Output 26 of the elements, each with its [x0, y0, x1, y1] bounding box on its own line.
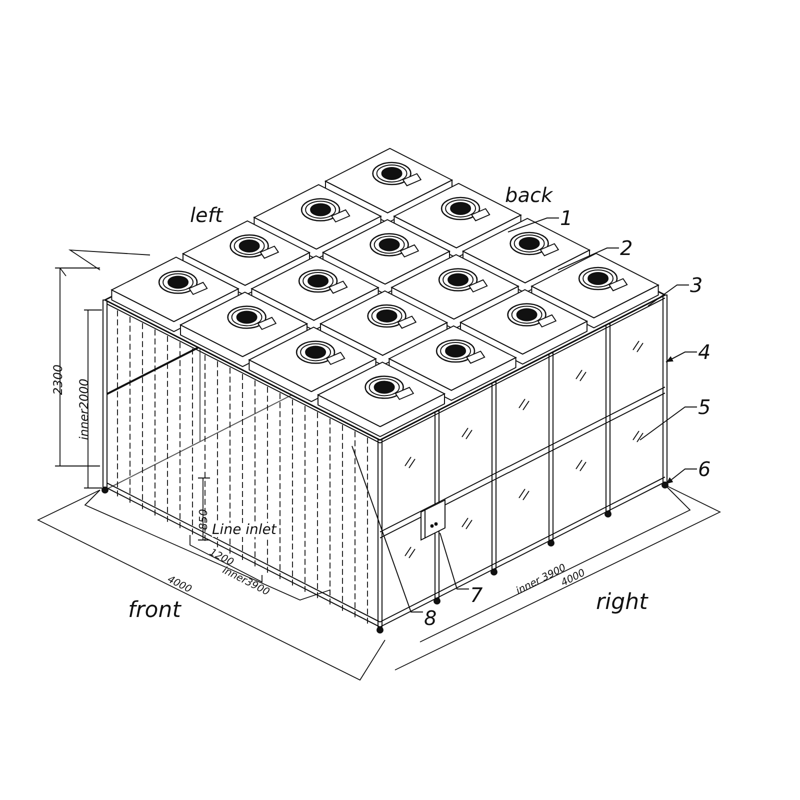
- callout-number: 2: [620, 238, 633, 258]
- callout-number: 1: [560, 208, 573, 228]
- leader-line: [440, 532, 470, 590]
- leader-line: [558, 248, 620, 270]
- view-label: right: [596, 592, 648, 614]
- dimension-text: 1200: [207, 548, 235, 568]
- dimension-text: 4000: [165, 575, 193, 596]
- callout-number: 5: [698, 397, 711, 417]
- leader-line: [352, 446, 424, 612]
- dimension-text: 2300: [52, 364, 64, 395]
- leader-line: [666, 468, 698, 484]
- leader-line: [666, 352, 698, 362]
- callout-number: 8: [424, 608, 437, 628]
- callout-number: 6: [698, 459, 711, 479]
- note-text: Line inlet: [212, 523, 276, 537]
- view-label: left: [190, 205, 223, 225]
- leader-line: [508, 218, 560, 232]
- callout-number: 7: [470, 585, 483, 605]
- dimension-text: inner2000: [78, 378, 90, 440]
- view-label: front: [128, 600, 181, 622]
- leader-line: [640, 406, 698, 440]
- callout-number: 4: [698, 342, 711, 362]
- leader-line: [648, 284, 690, 306]
- view-label: back: [505, 185, 553, 205]
- dimension-text: 850: [198, 509, 209, 530]
- callout-number: 3: [690, 275, 703, 295]
